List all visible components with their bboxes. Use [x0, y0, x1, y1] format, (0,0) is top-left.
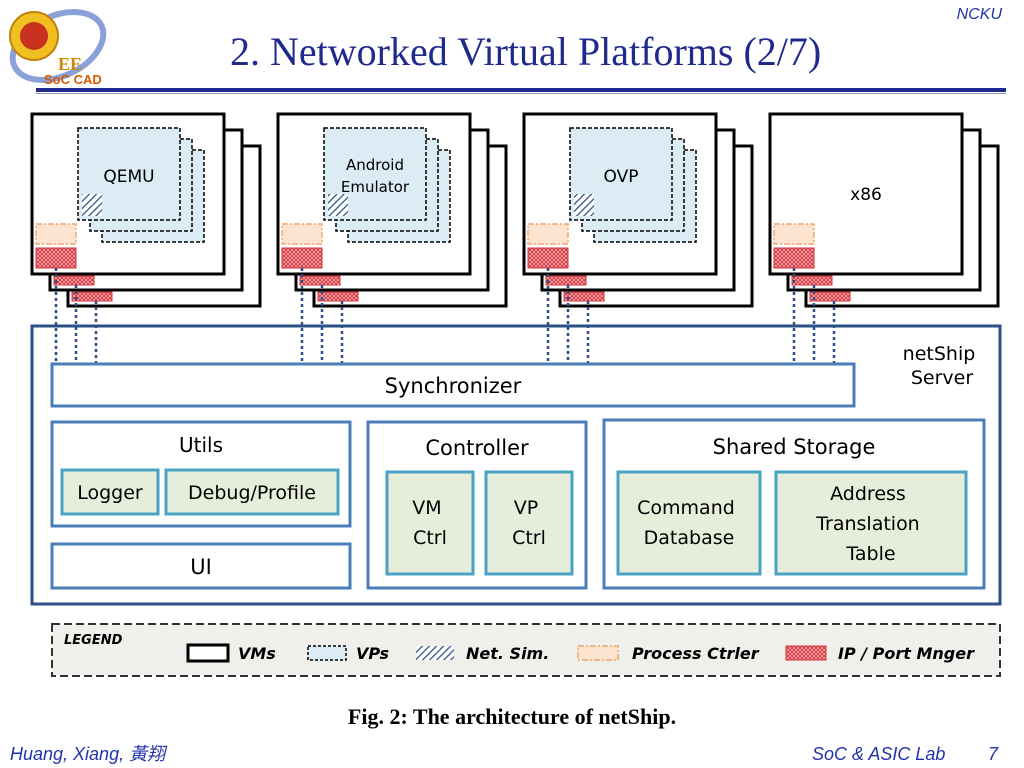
vm-label-line: OVP [604, 167, 639, 187]
legend-ipport-swatch [785, 645, 827, 661]
address-translation-table-label: Address Translation Table [815, 483, 926, 565]
controller-title: Controller [425, 436, 529, 460]
figure-caption: Fig. 2: The architecture of netShip. [347, 704, 677, 729]
footer-author: Huang, Xiang, 黃翔 [10, 744, 166, 764]
address-translation-table-box [774, 470, 968, 576]
title-rule [36, 88, 1006, 92]
synchronizer-label: Synchronizer [385, 374, 522, 398]
logo-ee-text: EE [58, 54, 82, 74]
net-sim-block [328, 194, 348, 216]
legend-process-label: Process Ctrler [632, 644, 760, 663]
ipport-mnger-block [53, 275, 95, 286]
ipport-mnger-block [317, 291, 359, 302]
org-label: NCKU [956, 6, 1002, 23]
slide-title: 2. Networked Virtual Platforms (2/7) [230, 29, 822, 74]
legend-process-swatch [577, 645, 619, 661]
net-sim-block [82, 194, 102, 216]
footer-lab: SoC & ASIC Lab [812, 744, 946, 764]
ipport-mnger-block [563, 291, 605, 302]
vm-label: QEMU [103, 167, 154, 187]
legend-vm-swatch [186, 643, 230, 663]
process-ctrler-block [773, 223, 815, 245]
vm-stack-1: QEMU [30, 112, 262, 308]
process-ctrler-block [281, 223, 323, 245]
logger-box [60, 468, 160, 516]
legend-netsim-swatch [416, 646, 454, 660]
page-number: 7 [988, 744, 999, 764]
vm-label-line: x86 [850, 185, 882, 205]
legend-title: LEGEND [64, 633, 123, 648]
ipport-mnger-block [773, 247, 815, 269]
utils-title: Utils [179, 433, 223, 457]
vm-box [768, 112, 964, 276]
legend-ipport-label: IP / Port Mnger [838, 644, 975, 663]
ipport-mnger-block [545, 275, 587, 286]
vp-ctrl-line2: Ctrl [512, 527, 546, 549]
command-database-label: Command Database [637, 497, 741, 549]
legend-netsim-label: Net. Sim. [466, 644, 549, 663]
vp-ctrl-line1: VP [514, 497, 538, 519]
ipport-mnger-block [281, 247, 323, 269]
connection-lines [54, 268, 836, 364]
vm-ctrl-line1: VM [412, 497, 441, 519]
vm-stack-3: OVP [522, 112, 754, 308]
ipport-mnger-block [791, 275, 833, 286]
addr-table-line3: Table [845, 543, 895, 565]
vm-stack-4: x86 [768, 112, 1000, 308]
command-database-box [616, 470, 762, 576]
vm-label-line: Emulator [341, 178, 410, 196]
synchronizer-box [50, 362, 856, 408]
logger-label: Logger [77, 482, 143, 504]
ui-label: UI [190, 555, 212, 579]
addr-table-line2: Translation [815, 513, 920, 535]
ipport-mnger-block [527, 247, 569, 269]
vm-ctrl-line2: Ctrl [413, 527, 447, 549]
legend-vm-label: VMs [238, 644, 276, 663]
legend-vp-swatch [307, 645, 347, 661]
ipport-mnger-block [71, 291, 113, 302]
vm-label: x86 [850, 185, 882, 205]
vp-ctrl-label: VP Ctrl [512, 497, 546, 549]
vm-label-line: QEMU [103, 167, 154, 187]
net-sim-block [574, 194, 594, 216]
server-label-line1: netShip [903, 343, 976, 365]
server-label: netShip Server [903, 343, 982, 389]
ipport-mnger-block [809, 291, 851, 302]
ee-soc-cad-logo: EE SoC CAD [9, 9, 107, 87]
addr-table-line1: Address [830, 483, 906, 505]
logo-soccad-text: SoC CAD [44, 72, 102, 87]
shared-storage-title: Shared Storage [713, 435, 876, 459]
debug-profile-label: Debug/Profile [188, 482, 316, 504]
server-label-line2: Server [911, 367, 973, 389]
vp-ctrl-box [484, 470, 574, 576]
legend-vp-label: VPs [356, 644, 389, 663]
vm-label: OVP [604, 167, 639, 187]
debug-profile-box [164, 468, 340, 516]
ui-box [50, 542, 352, 590]
vm-ctrl-box [385, 470, 475, 576]
title-rule-thin [36, 93, 1006, 94]
vm-label-line: Android [346, 156, 404, 174]
command-database-line2: Database [644, 527, 735, 549]
process-ctrler-block [527, 223, 569, 245]
process-ctrler-block [35, 223, 77, 245]
vm-ctrl-label: VM Ctrl [412, 497, 447, 549]
ipport-mnger-block [35, 247, 77, 269]
ipport-mnger-block [299, 275, 341, 286]
command-database-line1: Command [637, 497, 735, 519]
